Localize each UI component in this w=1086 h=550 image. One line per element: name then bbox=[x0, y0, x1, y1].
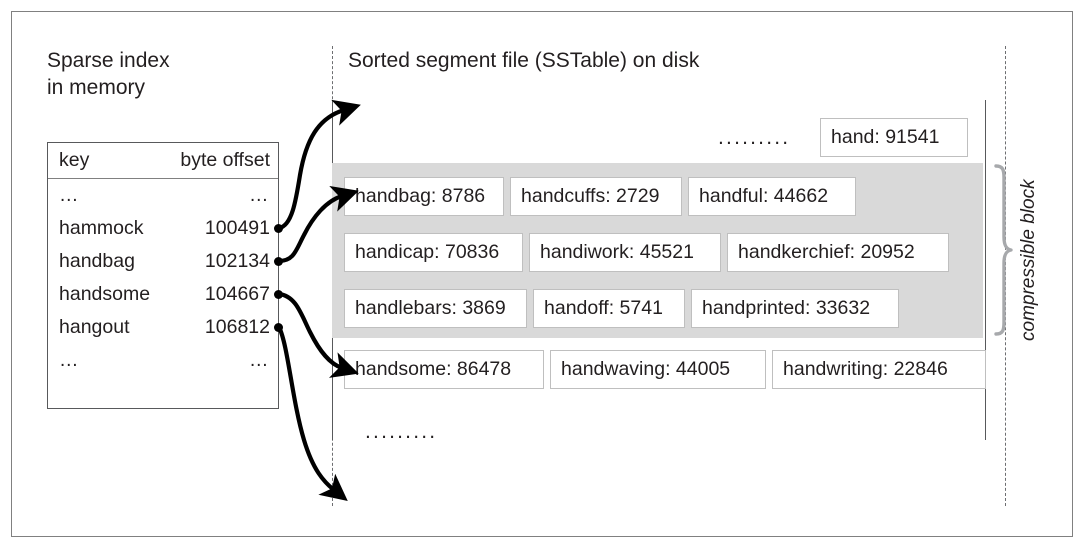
column-header-key: key bbox=[59, 148, 90, 171]
table-row[interactable]: hammock 100491 bbox=[48, 212, 278, 245]
index-offset: 104667 bbox=[204, 282, 270, 305]
index-offset: 102134 bbox=[204, 249, 270, 272]
sstable-entry[interactable]: handful: 44662 bbox=[688, 177, 856, 216]
sparse-index-title: Sparse index in memory bbox=[47, 49, 170, 99]
table-row[interactable]: handbag 102134 bbox=[48, 245, 278, 278]
index-offset: … bbox=[249, 183, 270, 206]
connector-dot-handbag bbox=[274, 257, 283, 266]
sstable-entry[interactable]: handwaving: 44005 bbox=[550, 350, 766, 389]
connector-dot-hammock bbox=[274, 224, 283, 233]
sstable-entry[interactable]: handiwork: 45521 bbox=[529, 233, 721, 272]
sstable-entry[interactable]: hand: 91541 bbox=[820, 118, 968, 157]
index-key: hangout bbox=[59, 315, 130, 338]
sstable-title: Sorted segment file (SSTable) on disk bbox=[348, 49, 700, 72]
connector-dot-handsome bbox=[274, 290, 283, 299]
sstable-entry[interactable]: handbag: 8786 bbox=[344, 177, 504, 216]
sstable-entry[interactable]: handlebars: 3869 bbox=[344, 289, 527, 328]
ellipsis-before-hand: ......... bbox=[718, 126, 791, 149]
sparse-index-table: key byte offset … … hammock 100491 handb… bbox=[47, 142, 279, 409]
sstable-entry[interactable]: handprinted: 33632 bbox=[691, 289, 899, 328]
table-row[interactable]: … … bbox=[48, 344, 278, 377]
solid-divider-right bbox=[985, 100, 986, 440]
ellipsis-after-rows: ......... bbox=[365, 420, 438, 443]
sstable-row-standalone: hand: 91541 bbox=[820, 118, 968, 157]
table-row[interactable]: … … bbox=[48, 179, 278, 212]
sstable-entry[interactable]: handcuffs: 2729 bbox=[510, 177, 682, 216]
index-table-header: key byte offset bbox=[48, 143, 278, 179]
sstable-entry[interactable]: handkerchief: 20952 bbox=[727, 233, 949, 272]
table-row[interactable]: handsome 104667 bbox=[48, 278, 278, 311]
dashed-divider-right bbox=[1005, 46, 1006, 506]
table-row[interactable]: hangout 106812 bbox=[48, 311, 278, 344]
index-key: … bbox=[59, 183, 80, 206]
index-offset: … bbox=[249, 348, 270, 371]
column-header-byte-offset: byte offset bbox=[180, 148, 270, 171]
index-key: … bbox=[59, 348, 80, 371]
sstable-row: handicap: 70836 handiwork: 45521 handker… bbox=[344, 233, 949, 272]
sstable-entry[interactable]: handwriting: 22846 bbox=[772, 350, 986, 389]
sstable-entry[interactable]: handoff: 5741 bbox=[533, 289, 685, 328]
index-offset: 106812 bbox=[204, 315, 270, 338]
index-key: handbag bbox=[59, 249, 135, 272]
compressible-block-label: compressible block bbox=[1018, 179, 1039, 341]
index-offset: 100491 bbox=[204, 216, 270, 239]
sstable-entry[interactable]: handicap: 70836 bbox=[344, 233, 523, 272]
index-key: hammock bbox=[59, 216, 144, 239]
sstable-row-trailing: handsome: 86478 handwaving: 44005 handwr… bbox=[344, 350, 986, 389]
index-key: handsome bbox=[59, 282, 151, 305]
connector-dot-hangout bbox=[274, 323, 283, 332]
sstable-entry[interactable]: handsome: 86478 bbox=[344, 350, 544, 389]
sstable-row: handlebars: 3869 handoff: 5741 handprint… bbox=[344, 289, 899, 328]
sstable-row: handbag: 8786 handcuffs: 2729 handful: 4… bbox=[344, 177, 856, 216]
